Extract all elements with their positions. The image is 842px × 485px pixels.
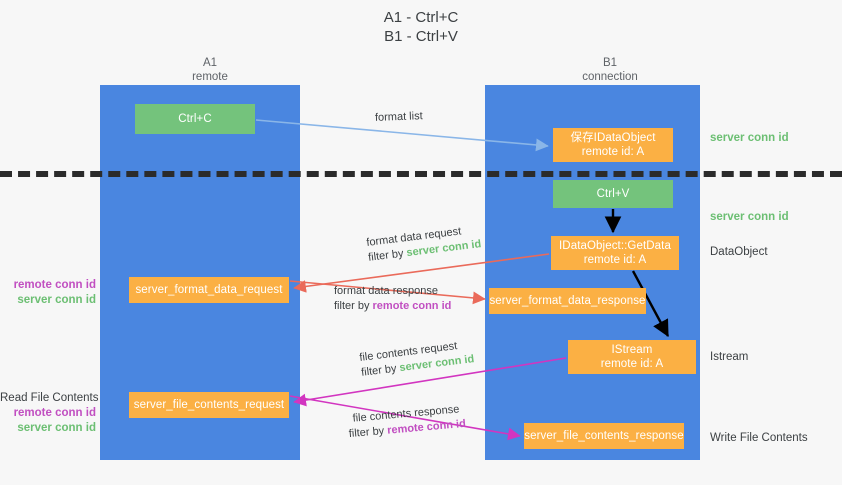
node-idataobject-line1: 保存IDataObject [570, 132, 656, 144]
lane-header-a1: A1 remote [120, 56, 300, 84]
node-idataobject-getdata[interactable]: IDataObject::GetData remote id: A [551, 236, 679, 270]
node-server-file-contents-response[interactable]: server_file_contents_response [524, 423, 684, 449]
edge-label-format-list: format list [375, 109, 423, 126]
page-title: A1 - Ctrl+C B1 - Ctrl+V [0, 8, 842, 46]
annotation-server-conn-id: server conn id [17, 294, 96, 306]
annotation-server-conn-id: server conn id [17, 422, 96, 434]
lane-header-b1-title: B1 [602, 57, 618, 69]
edge-label-format-data-response-line2: filter by remote conn id [334, 299, 451, 314]
annotation-read-file-contents-heading: Read File Contents [0, 392, 99, 404]
annotation-istream: Istream [710, 351, 749, 363]
node-server-format-data-request-label: server_format_data_request [135, 284, 283, 296]
phase-divider [0, 171, 842, 177]
edge-label-format-data-request: format data request filter by server con… [366, 222, 483, 266]
annotation-server-conn-id-mid: server conn id [710, 211, 789, 223]
node-server-format-data-response[interactable]: server_format_data_response [489, 288, 646, 314]
title-line-1: A1 - Ctrl+C [383, 9, 459, 26]
node-server-file-contents-response-label: server_file_contents_response [524, 430, 684, 442]
node-ctrl-c[interactable]: Ctrl+C [135, 104, 255, 134]
node-idataobject[interactable]: 保存IDataObject remote id: A [553, 128, 673, 162]
annotation-remote-conn-id: remote conn id [13, 407, 96, 419]
filter-prefix: filter by [360, 362, 401, 379]
node-ctrl-v-label: Ctrl+V [596, 188, 630, 200]
filter-key-remote-conn-id: remote conn id [372, 300, 452, 312]
title-line-2: B1 - Ctrl+V [384, 28, 458, 45]
node-istream-line1: IStream [611, 344, 653, 356]
lane-header-b1: B1 connection [520, 56, 700, 84]
node-istream[interactable]: IStream remote id: A [568, 340, 696, 374]
edge-label-format-data-response-line1: format data response [334, 285, 438, 297]
edge-label-file-contents-response: file contents response filter by remote … [347, 402, 467, 442]
node-server-file-contents-request[interactable]: server_file_contents_request [129, 392, 289, 418]
filter-prefix: filter by [367, 247, 408, 264]
node-ctrl-c-label: Ctrl+C [178, 113, 212, 125]
lane-header-a1-title: A1 [202, 57, 218, 69]
annotation-server-conn-id-top: server conn id [710, 132, 789, 144]
annotation-write-file-contents: Write File Contents [710, 432, 808, 444]
node-istream-line2: remote id: A [600, 358, 664, 370]
edge-label-format-data-response: format data response filter by remote co… [334, 284, 451, 314]
node-getdata-line1: IDataObject::GetData [559, 240, 671, 252]
node-server-format-data-request[interactable]: server_format_data_request [129, 277, 289, 303]
node-server-file-contents-request-label: server_file_contents_request [133, 399, 285, 411]
annotation-remote-conn-id: remote conn id [13, 279, 96, 291]
annotation-left-conn-ids-format: remote conn id server conn id [0, 278, 96, 308]
filter-prefix: filter by [348, 424, 388, 441]
annotation-dataobject: DataObject [710, 246, 768, 258]
lane-header-a1-subtitle: remote [192, 71, 228, 83]
filter-prefix: filter by [334, 300, 373, 312]
annotation-left-read-file-contents: Read File Contents remote conn id server… [0, 391, 99, 436]
edge-label-format-list-text: format list [374, 110, 423, 124]
lane-header-b1-subtitle: connection [582, 71, 638, 83]
node-getdata-line2: remote id: A [583, 254, 647, 266]
node-server-format-data-response-label: server_format_data_response [489, 295, 646, 307]
node-ctrl-v[interactable]: Ctrl+V [553, 180, 673, 208]
edge-label-file-contents-request: file contents request filter by server c… [359, 337, 476, 381]
node-idataobject-line2: remote id: A [581, 146, 645, 158]
